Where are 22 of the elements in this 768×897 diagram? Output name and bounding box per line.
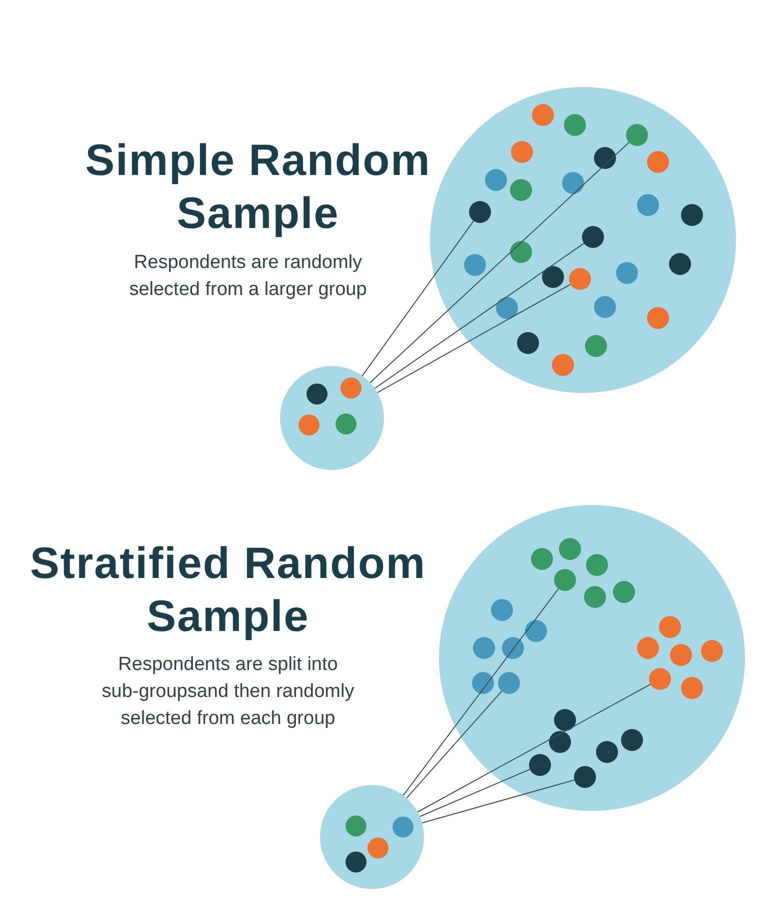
description-text: Respondents are randomly selected from a larger group xyxy=(128,251,368,302)
connector-line xyxy=(374,242,584,389)
connector-line xyxy=(376,284,571,394)
connector-line xyxy=(422,780,575,824)
section-heading: Stratified Random Sample xyxy=(29,538,427,643)
respondent-dot xyxy=(498,672,520,694)
connector-line xyxy=(362,220,474,376)
connector-line xyxy=(417,684,651,812)
respondent-dot xyxy=(569,268,591,290)
respondent-dot xyxy=(469,201,491,223)
respondent-dot xyxy=(582,226,604,248)
connector-line xyxy=(419,768,530,817)
respondent-dot xyxy=(649,668,671,690)
description-text: Respondents are split into sub-groupsand then randomly selected from each group xyxy=(100,653,356,731)
respondent-dot xyxy=(626,124,648,146)
connector-line xyxy=(406,690,502,799)
connector-line xyxy=(402,588,559,796)
connector-line xyxy=(370,142,630,384)
respondent-dot xyxy=(554,569,576,591)
respondent-dot xyxy=(529,754,551,776)
respondent-dot xyxy=(574,766,596,788)
section-heading: Simple Random Sample xyxy=(84,135,432,240)
